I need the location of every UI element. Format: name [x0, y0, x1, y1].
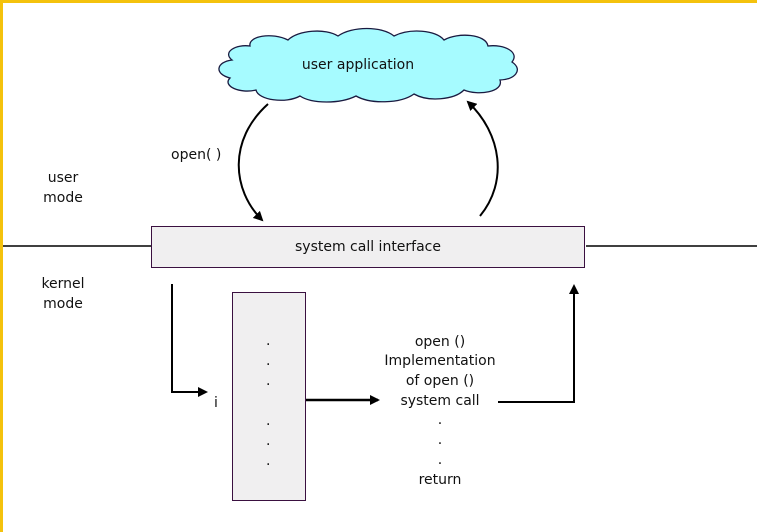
- user-application-cloud: [218, 27, 518, 103]
- implementation-line: return: [418, 472, 462, 488]
- system-call-interface-label: system call interface: [294, 239, 441, 255]
- implementation-line: system call: [400, 393, 480, 409]
- open-call-label: open( ): [171, 147, 222, 163]
- table-dot: .: [266, 373, 271, 389]
- user-mode-label-line2: mode: [43, 190, 83, 206]
- implementation-return-arrow: [498, 284, 579, 403]
- dispatch-arrow: [171, 284, 208, 397]
- return-to-user-arrow: [466, 100, 499, 217]
- cloud-label: user application: [301, 57, 415, 73]
- system-call-table: [232, 292, 306, 501]
- system-call-interface-box: system call interface: [151, 226, 585, 268]
- kernel-mode-label-line1: kernel: [41, 276, 85, 292]
- table-dot: .: [266, 353, 271, 369]
- implementation-line: Implementation: [384, 353, 496, 369]
- table-dot: .: [266, 333, 271, 349]
- implementation-line: .: [437, 432, 443, 448]
- implementation-line: open (): [414, 334, 466, 350]
- user-mode-label-line1: user: [47, 170, 79, 186]
- table-index-label: i: [214, 395, 218, 411]
- table-dot: .: [266, 453, 271, 469]
- table-dot: .: [266, 433, 271, 449]
- implementation-line: of open (): [405, 373, 475, 389]
- implementation-line: .: [437, 412, 443, 428]
- table-dot: .: [266, 413, 271, 429]
- open-call-arrow: [237, 103, 269, 222]
- kernel-mode-label-line2: mode: [43, 296, 83, 312]
- implementation-line: .: [437, 452, 443, 468]
